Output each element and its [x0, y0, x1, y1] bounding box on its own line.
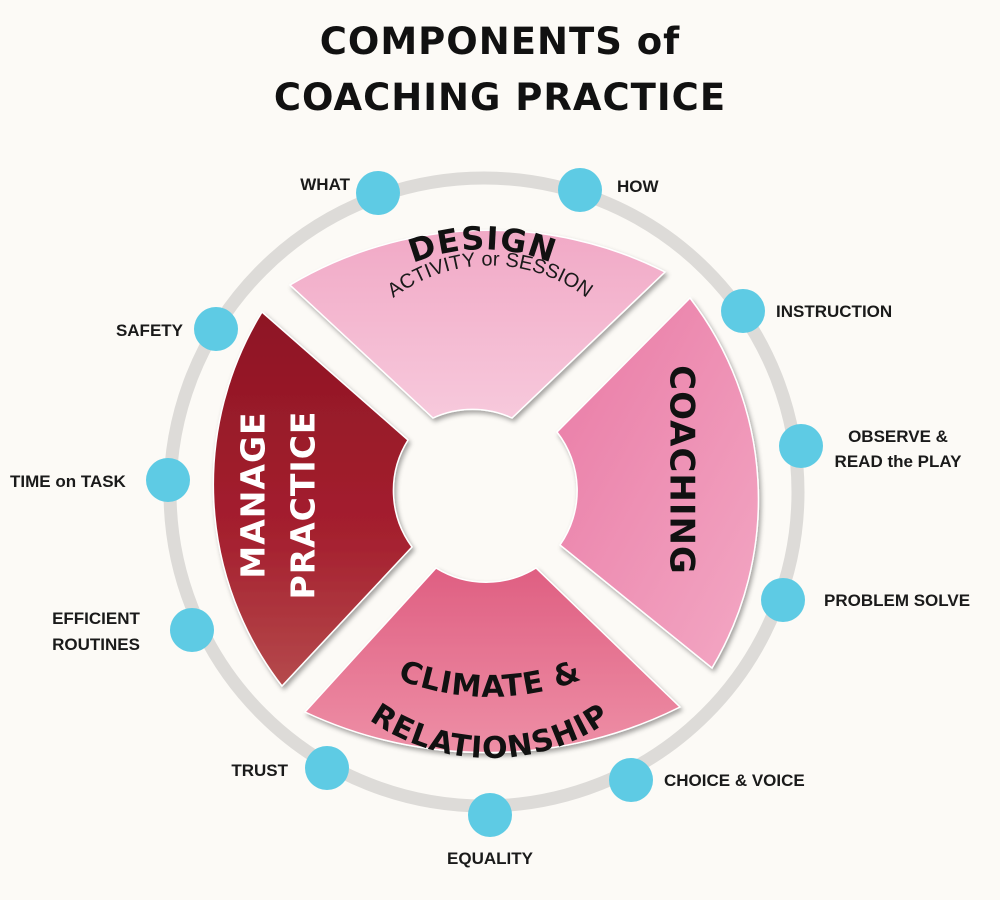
- coaching-segment: [556, 296, 760, 670]
- climate-segment: [303, 567, 682, 754]
- observe-node: [779, 424, 823, 468]
- time-on-task-node: [146, 458, 190, 502]
- problem-solve-label: PROBLEM SOLVE: [824, 591, 970, 610]
- choice-voice-node: [609, 758, 653, 802]
- safety-label: SAFETY: [116, 321, 184, 340]
- equality-label: EQUALITY: [447, 849, 534, 868]
- safety-node: [194, 307, 238, 351]
- manage-practice-segment: [212, 310, 413, 688]
- observe-label-line-2: READ the PLAY: [835, 452, 963, 471]
- title-line-1: COMPONENTS of: [319, 20, 681, 63]
- efficient-routines-node: [170, 608, 214, 652]
- what-node: [356, 171, 400, 215]
- how-label: HOW: [617, 177, 660, 196]
- equality-node: [468, 793, 512, 837]
- coaching-title: COACHING: [662, 365, 702, 575]
- routines-label-line-2: ROUTINES: [52, 635, 140, 654]
- time-on-task-label: TIME on TASK: [10, 472, 127, 491]
- title-line-2: COACHING PRACTICE: [273, 76, 727, 119]
- design-segment: [288, 229, 667, 419]
- practice-title-line-2: PRACTICE: [284, 411, 323, 600]
- choice-voice-label: CHOICE & VOICE: [664, 771, 805, 790]
- problem-solve-node: [761, 578, 805, 622]
- instruction-node: [721, 289, 765, 333]
- page-title: COMPONENTS of COACHING PRACTICE: [0, 14, 1000, 126]
- trust-node: [305, 746, 349, 790]
- trust-label: TRUST: [231, 761, 288, 780]
- efficient-label-line-1: EFFICIENT: [52, 609, 140, 628]
- manage-title-line-1: MANAGE: [234, 411, 273, 578]
- instruction-label: INSTRUCTION: [776, 302, 892, 321]
- how-node: [558, 168, 602, 212]
- observe-label-line-1: OBSERVE &: [848, 427, 948, 446]
- what-label: WHAT: [300, 175, 350, 194]
